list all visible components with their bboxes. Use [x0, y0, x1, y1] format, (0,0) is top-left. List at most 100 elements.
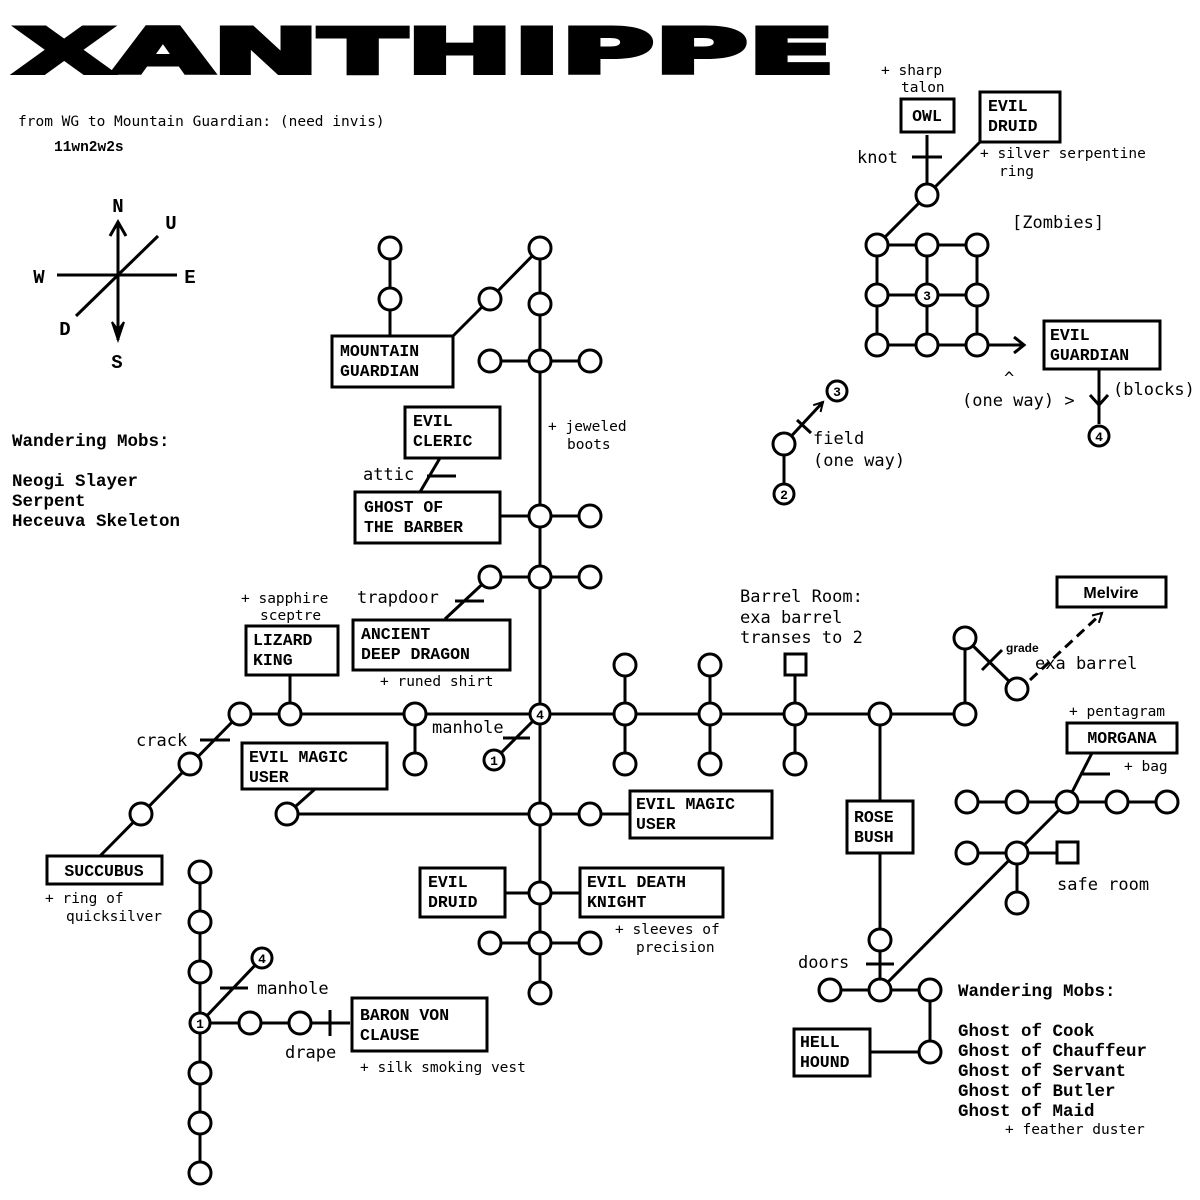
- manhole-label: manhole: [432, 718, 504, 738]
- one-way-caret: ^: [1004, 369, 1014, 389]
- sleeves-note: + sleeves of: [615, 922, 720, 938]
- room-node: [917, 1039, 943, 1065]
- map-title: XANTHIPPE: [15, 15, 835, 88]
- node-number: 3: [833, 385, 841, 400]
- hell-hound-label: HOUND: [800, 1053, 850, 1072]
- evil-magic-user-e-label: EVIL MAGIC: [636, 795, 735, 814]
- compass-w: W: [33, 267, 45, 289]
- room-node: [477, 564, 503, 590]
- ghost-barber-label: GHOST OF: [364, 498, 443, 517]
- safe-room-label: safe room: [1057, 875, 1149, 895]
- quicksilver-note: + ring of: [45, 891, 124, 907]
- compass-s: S: [111, 352, 122, 374]
- room-node: [867, 701, 893, 727]
- room-node: [527, 880, 553, 906]
- room-node: [402, 701, 428, 727]
- room-node: [772, 482, 796, 506]
- silver-ring-note: ring: [999, 164, 1034, 180]
- room-node: [527, 348, 553, 374]
- room-node: [527, 930, 553, 956]
- jeweled-boots-note: + jeweled: [548, 419, 627, 435]
- ancient-dragon-label: ANCIENT: [361, 625, 430, 644]
- room-node: [964, 232, 990, 258]
- directions-path: 11wn2w2s: [54, 140, 124, 156]
- wandering-mob: Serpent: [12, 492, 86, 512]
- exa-barrel-label: exa barrel: [1035, 654, 1137, 674]
- room-node: [782, 701, 808, 727]
- room-node: [771, 431, 797, 457]
- wandering-mobs-left-heading: Wandering Mobs:: [12, 432, 170, 452]
- lizard-king-label: LIZARD: [253, 631, 313, 650]
- directions-heading: from WG to Mountain Guardian: (need invi…: [18, 114, 385, 130]
- ancient-dragon-label: DEEP DRAGON: [361, 645, 470, 664]
- compass-e: E: [184, 267, 195, 289]
- node-number: 1: [490, 754, 498, 769]
- room-node: [377, 235, 403, 261]
- sharp-talon-note: + sharp: [881, 63, 942, 79]
- room-node: [1004, 789, 1030, 815]
- room-node: [1004, 676, 1030, 702]
- room-node: [482, 748, 506, 772]
- mountain-guardian-label: MOUNTAIN: [340, 342, 419, 361]
- room-node: [1004, 890, 1030, 916]
- room-node: [250, 946, 274, 970]
- room-node: [577, 801, 603, 827]
- sharp-talon-note: talon: [901, 80, 945, 96]
- room-node: [187, 859, 213, 885]
- evil-druid-s-label: EVIL: [428, 873, 468, 892]
- room-node: [187, 1160, 213, 1186]
- room-node: [954, 840, 980, 866]
- node-number: 4: [1095, 430, 1103, 445]
- room-node: [1104, 789, 1130, 815]
- compass-u: U: [165, 213, 176, 235]
- room-node: [527, 564, 553, 590]
- rose-bush-box: [845, 799, 915, 855]
- sapphire-note: sceptre: [260, 608, 321, 624]
- room-node: [237, 1010, 263, 1036]
- room-node: [577, 503, 603, 529]
- lizard-king-label: KING: [253, 651, 293, 670]
- room-node: [187, 1110, 213, 1136]
- safe-room-square: [1055, 840, 1080, 865]
- wandering-mob: Ghost of Servant: [958, 1062, 1126, 1082]
- evil-magic-user-w-label: USER: [249, 768, 289, 787]
- evil-magic-user-w-label: EVIL MAGIC: [249, 748, 348, 767]
- bag-note: + bag: [1124, 759, 1168, 775]
- room-node: [964, 332, 990, 358]
- room-node: [477, 930, 503, 956]
- room-node: [187, 959, 213, 985]
- room-node: [964, 282, 990, 308]
- wandering-mob: Ghost of Cook: [958, 1022, 1095, 1042]
- room-node: [527, 235, 553, 261]
- rose-bush-label: BUSH: [854, 828, 894, 847]
- room-node: [917, 977, 943, 1003]
- attic-label: attic: [363, 465, 414, 485]
- baron-box: [350, 996, 489, 1053]
- room-node: [1004, 840, 1030, 866]
- succubus-label: SUCCUBUS: [64, 862, 143, 881]
- room-node: [914, 332, 940, 358]
- baron-label: CLAUSE: [360, 1026, 420, 1045]
- evil-death-knight-box: [578, 866, 725, 919]
- drape-label: drape: [285, 1043, 336, 1063]
- map-nodes: [128, 182, 1180, 1186]
- room-node: [914, 182, 940, 208]
- evil-magic-user-e-box: [628, 789, 774, 840]
- compass: [57, 218, 177, 344]
- room-node: [697, 751, 723, 777]
- node-number: 4: [258, 952, 266, 967]
- evil-guardian-label: GUARDIAN: [1050, 346, 1129, 365]
- ancient-dragon-box: [351, 618, 512, 672]
- evil-guardian-box: [1042, 319, 1162, 371]
- melvire-label: Melvire: [1083, 585, 1138, 602]
- room-node: [187, 1060, 213, 1086]
- evil-guardian-label: EVIL: [1050, 326, 1090, 345]
- room-node: [527, 980, 553, 1006]
- quicksilver-note: quicksilver: [66, 909, 162, 925]
- evil-death-knight-label: KNIGHT: [587, 893, 647, 912]
- room-node: [954, 789, 980, 815]
- room-node: [377, 286, 403, 312]
- room-node: [187, 909, 213, 935]
- barrel-room-label: transes to 2: [740, 628, 863, 648]
- hell-hound-label: HELL: [800, 1033, 840, 1052]
